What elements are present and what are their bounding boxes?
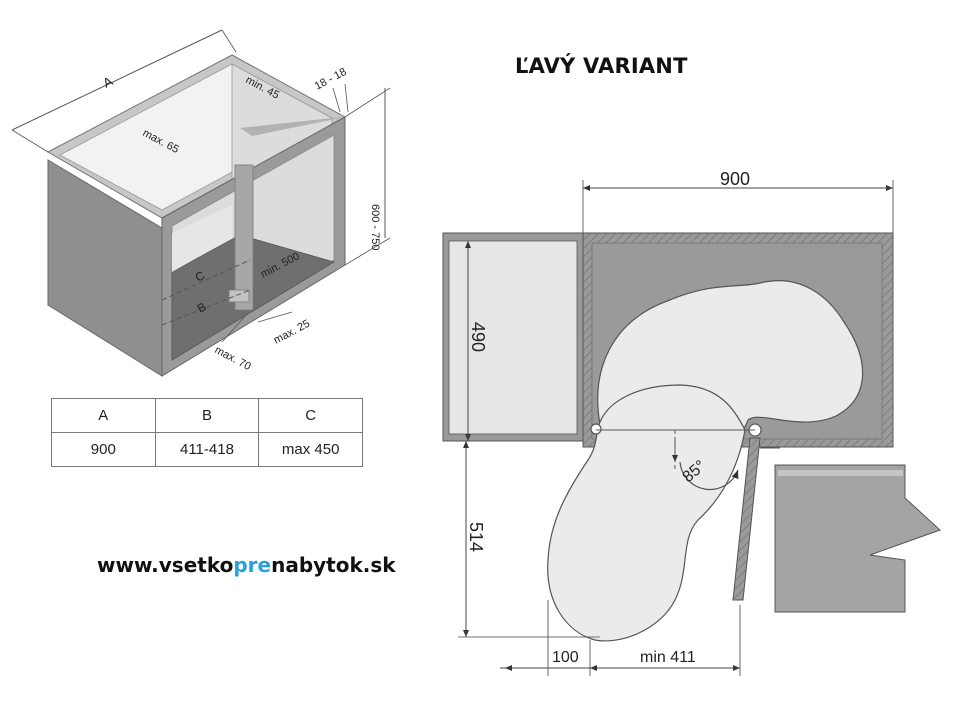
- cabinet-post: [234, 164, 254, 311]
- plan-right-cabinet: [774, 464, 941, 613]
- label-490: 490: [468, 322, 488, 352]
- label-18-18: 18 - 18: [313, 66, 349, 93]
- website-url[interactable]: www.vsetkoprenabytok.sk: [97, 553, 396, 577]
- label-100: 100: [552, 649, 579, 666]
- website-highlight: pre: [233, 553, 272, 577]
- label-900: 900: [720, 169, 750, 189]
- label-514: 514: [466, 522, 486, 552]
- plan-door: [732, 437, 761, 601]
- label-min411: min 411: [640, 649, 696, 666]
- dimension-table: A B C 900 411-418 max 450: [51, 398, 363, 467]
- label-max70: max. 70: [213, 344, 253, 373]
- label-max25: max. 25: [272, 318, 312, 347]
- table-value-a: 900: [51, 432, 156, 467]
- table-value-c: max 450: [258, 432, 363, 467]
- label-600-750: 600 - 750: [369, 204, 381, 250]
- plan-tray-lower: [547, 384, 746, 642]
- table-header-row: A B C: [51, 398, 363, 433]
- website-part1: www.vsetko: [97, 553, 234, 577]
- plan-drawing: [442, 180, 941, 676]
- table-header-c: C: [258, 398, 363, 433]
- cabinet-drawing: [11, 29, 391, 377]
- table-header-a: A: [51, 398, 156, 433]
- website-part3: nabytok.sk: [271, 553, 396, 577]
- table-row: 900 411-418 max 450: [51, 432, 363, 467]
- table-value-b: 411-418: [154, 432, 260, 467]
- pivot-left: [590, 423, 602, 435]
- table-header-b: B: [154, 398, 260, 433]
- page-title: ĽAVÝ VARIANT: [515, 54, 688, 78]
